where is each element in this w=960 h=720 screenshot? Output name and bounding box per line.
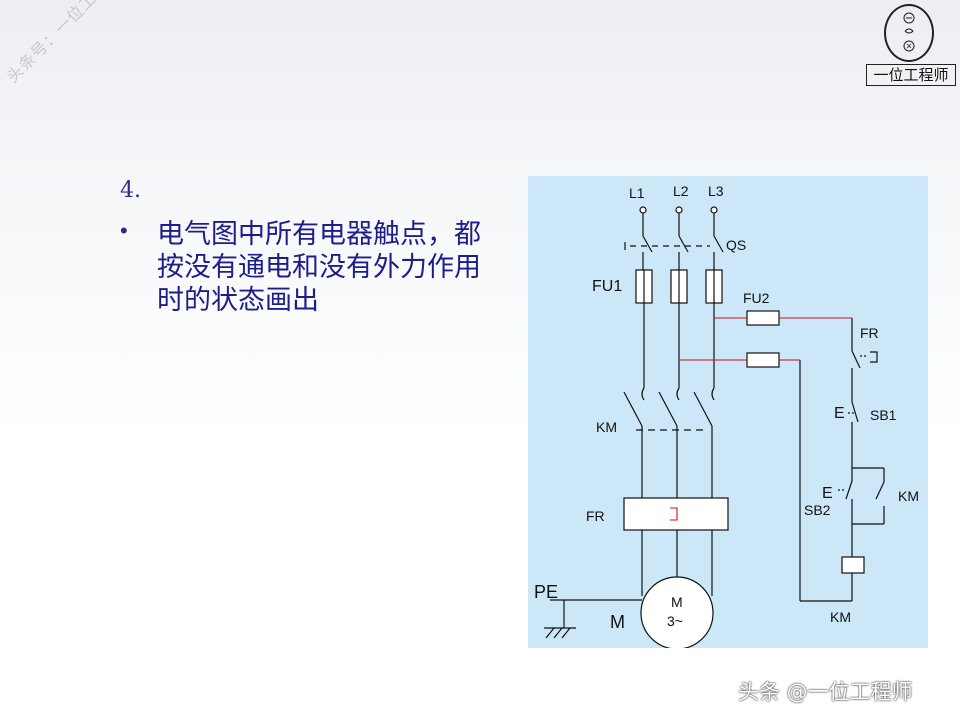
motor-phase-label: 3~ bbox=[667, 613, 683, 629]
coil-label: KM bbox=[830, 609, 851, 625]
relay-label: FR bbox=[586, 508, 605, 524]
switch-label: QS bbox=[726, 237, 746, 253]
slide-number: 4. bbox=[120, 178, 141, 203]
terminal-label: L2 bbox=[673, 183, 689, 199]
ground-label: PE bbox=[534, 582, 558, 602]
bullet-text: 电气图中所有电器触点，都按没有通电和没有外力作用时的状态画出 bbox=[157, 219, 481, 316]
brand-logo: 一位工程师 bbox=[866, 2, 958, 86]
footer-watermark: 头条 @一位工程师 bbox=[738, 680, 913, 704]
button-label: SB2 bbox=[804, 502, 831, 518]
fuse-label: FU2 bbox=[743, 290, 770, 306]
relay-label: FR bbox=[860, 325, 879, 341]
logo-label: 一位工程师 bbox=[866, 64, 956, 86]
bullet-icon: • bbox=[120, 218, 128, 243]
circuit-diagram: L1 L2 L3 QS FU1 FU2 FR KM E SB1 E SB2 KM… bbox=[528, 176, 928, 650]
logo-emblem-icon bbox=[884, 4, 934, 62]
button-label: E bbox=[822, 485, 833, 502]
button-label: E bbox=[834, 405, 845, 422]
motor-label: M bbox=[610, 612, 625, 632]
diagonal-watermark: 头条号：一位工程师 bbox=[2, 0, 125, 87]
button-label: SB1 bbox=[870, 407, 897, 423]
contactor-label: KM bbox=[596, 419, 617, 435]
motor-symbol-label: M bbox=[671, 594, 683, 610]
terminal-label: L3 bbox=[708, 183, 724, 199]
fuse-label: FU1 bbox=[592, 278, 622, 295]
contactor-label: KM bbox=[898, 488, 919, 504]
terminal-label: L1 bbox=[629, 185, 645, 201]
